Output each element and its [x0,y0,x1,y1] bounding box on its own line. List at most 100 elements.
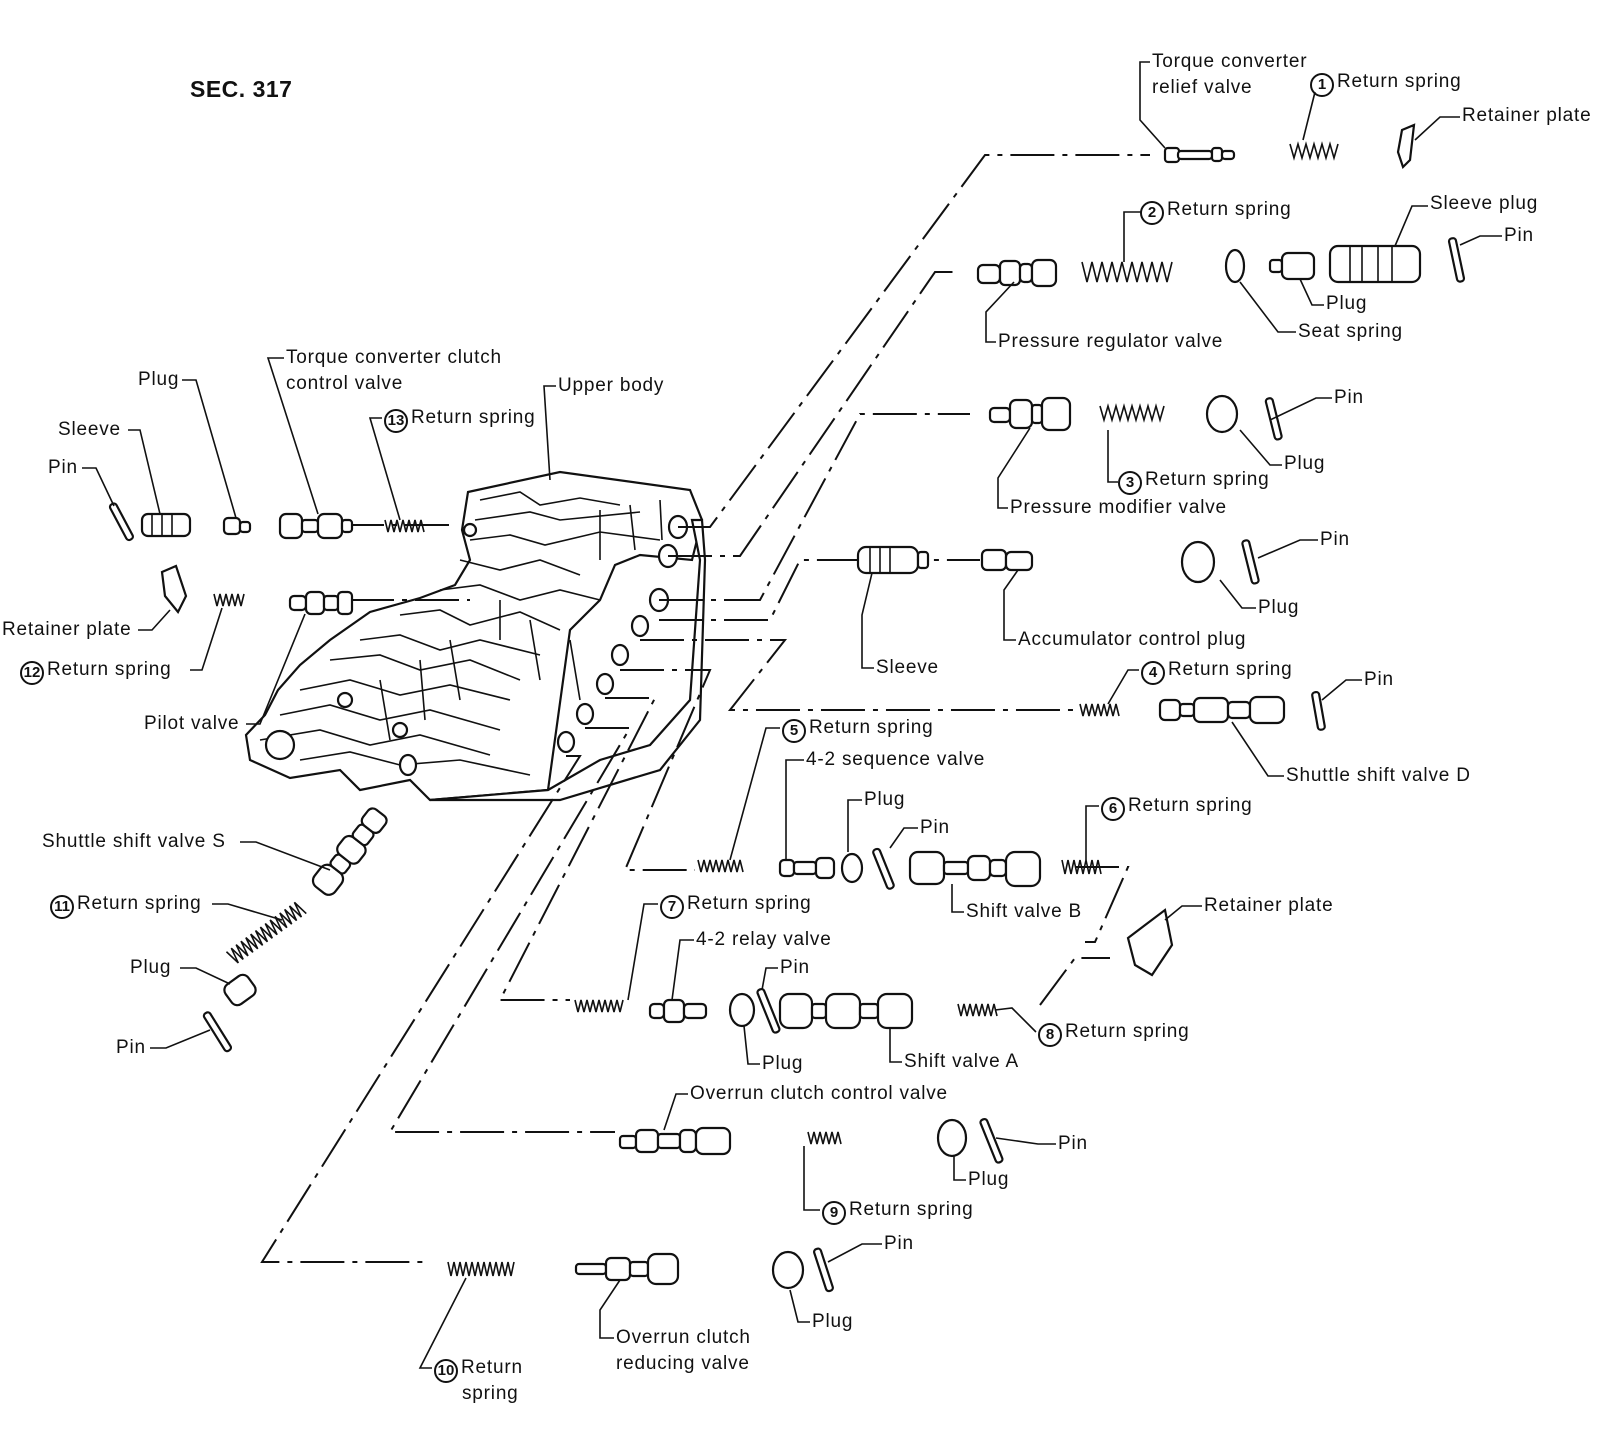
callout-number-8: 8 [1038,1023,1062,1047]
torque-converter-clutch-control-valve-part [278,512,354,540]
label-torque-converter-relief-valve-line1: Torque converter [1152,51,1308,72]
plug-5-part [840,852,864,884]
return-spring-6-part [1061,859,1102,875]
label-pin-11: Pin [116,1037,146,1058]
callout-number-9: 9 [822,1201,846,1225]
label-retainer-plate-top: Retainer plate [1462,105,1592,126]
shuttle-shift-valve-s-part [311,807,388,896]
label-shuttle-shift-valve-d: Shuttle shift valve D [1286,765,1471,786]
return-spring-10-part [447,1261,515,1277]
callout-number-10: 10 [434,1359,458,1383]
pilot-valve-part [288,590,354,616]
sleeve-plug-part [1328,244,1422,284]
seat-spring-part [1224,248,1246,284]
label-text: Return spring [1128,795,1253,816]
callout-number-1: 1 [1310,73,1334,97]
label-sleeve-plug: Sleeve plug [1430,193,1539,214]
label-accumulator-control-plug: Accumulator control plug [1018,629,1247,650]
pin-5-part [872,847,895,890]
pin-11-part [202,1011,233,1053]
label-text: Return spring [77,893,202,914]
plug-top-part [1268,251,1316,281]
label-pin-3: Pin [1320,529,1350,550]
label-pressure-regulator-valve: Pressure regulator valve [998,331,1224,352]
label-pin-4: Pin [1364,669,1394,690]
label-plug-10: Plug [812,1311,854,1332]
label-text: Return [461,1357,523,1378]
label-plug-2: Plug [1284,453,1326,474]
plug-2-part [1205,394,1239,434]
label-pin-9: Pin [1058,1133,1088,1154]
label-text: Return spring [1337,71,1462,92]
label-4-2-sequence-valve: 4-2 sequence valve [806,749,986,770]
return-spring-13-part [384,519,425,533]
label-plug-3: Plug [1258,597,1300,618]
label-4-2-relay-valve: 4-2 relay valve [696,929,832,950]
plug-11-part [223,973,257,1007]
label-text: Return spring [1167,199,1292,220]
callout-number-5: 5 [782,719,806,743]
return-spring-5-part [697,859,744,873]
label-shuttle-shift-valve-s: Shuttle shift valve S [42,831,226,852]
retainer-plate-mid-part [1126,908,1174,977]
label-shift-valve-b: Shift valve B [966,901,1083,922]
pin-10-part [813,1247,834,1293]
label-pin-left: Pin [48,457,78,478]
shift-valve-a-part [778,992,914,1030]
label-text: Return spring [1168,659,1293,680]
return-spring-1-part [1289,141,1339,161]
callout-number-13: 13 [384,409,408,433]
label-retainer-plate-mid: Retainer plate [1204,895,1334,916]
retainer-plate-left-part [160,564,188,615]
label-overrun-clutch-control-valve: Overrun clutch control valve [690,1083,948,1104]
pin-9-part [979,1117,1004,1164]
label-plug-left: Plug [138,369,180,390]
routing-lines [260,154,1150,1263]
relay-valve-4-2-part [648,998,708,1024]
section-number: SEC. 317 [190,76,293,102]
label-pin-7: Pin [780,957,810,978]
retainer-plate-top-part [1396,123,1416,170]
label-pin-top: Pin [1504,225,1534,246]
upper-body-casting [244,470,707,802]
pressure-regulator-valve-part [976,258,1058,288]
callout-number-11: 11 [50,895,74,919]
pressure-modifier-valve-part [988,396,1072,432]
pin-left-part [108,502,134,542]
return-spring-11-part [225,901,307,964]
leader-lines [82,61,1502,1369]
shuttle-shift-valve-d-part [1158,695,1286,725]
return-spring-4-part [1079,703,1120,717]
plug-3-part [1180,540,1216,584]
pin-3-part [1241,539,1260,585]
plug-10-part [771,1250,805,1290]
pin-7-part [756,987,781,1034]
label-pilot-valve: Pilot valve [144,713,240,734]
label-upper-body: Upper body [558,375,665,396]
pin-top-part [1447,237,1466,283]
label-sleeve-left: Sleeve [58,419,121,440]
callout-number-12: 12 [20,661,44,685]
label-plug-5: Plug [864,789,906,810]
label-overrun-clutch-reducing-valve-line2: reducing valve [616,1353,750,1374]
label-pin-2: Pin [1334,387,1364,408]
label-torque-converter-relief-valve-line2: relief valve [1152,77,1253,98]
label-pin-5: Pin [920,817,950,838]
label-plug-7: Plug [762,1053,804,1074]
label-text: Return spring [1065,1021,1190,1042]
label-shift-valve-a: Shift valve A [904,1051,1019,1072]
label-plug-top: Plug [1326,293,1368,314]
label-torque-converter-clutch-control-valve-line1: Torque converter clutch [286,347,502,368]
label-torque-converter-clutch-control-valve-line2: control valve [286,373,404,394]
label-seat-spring: Seat spring [1298,321,1403,342]
